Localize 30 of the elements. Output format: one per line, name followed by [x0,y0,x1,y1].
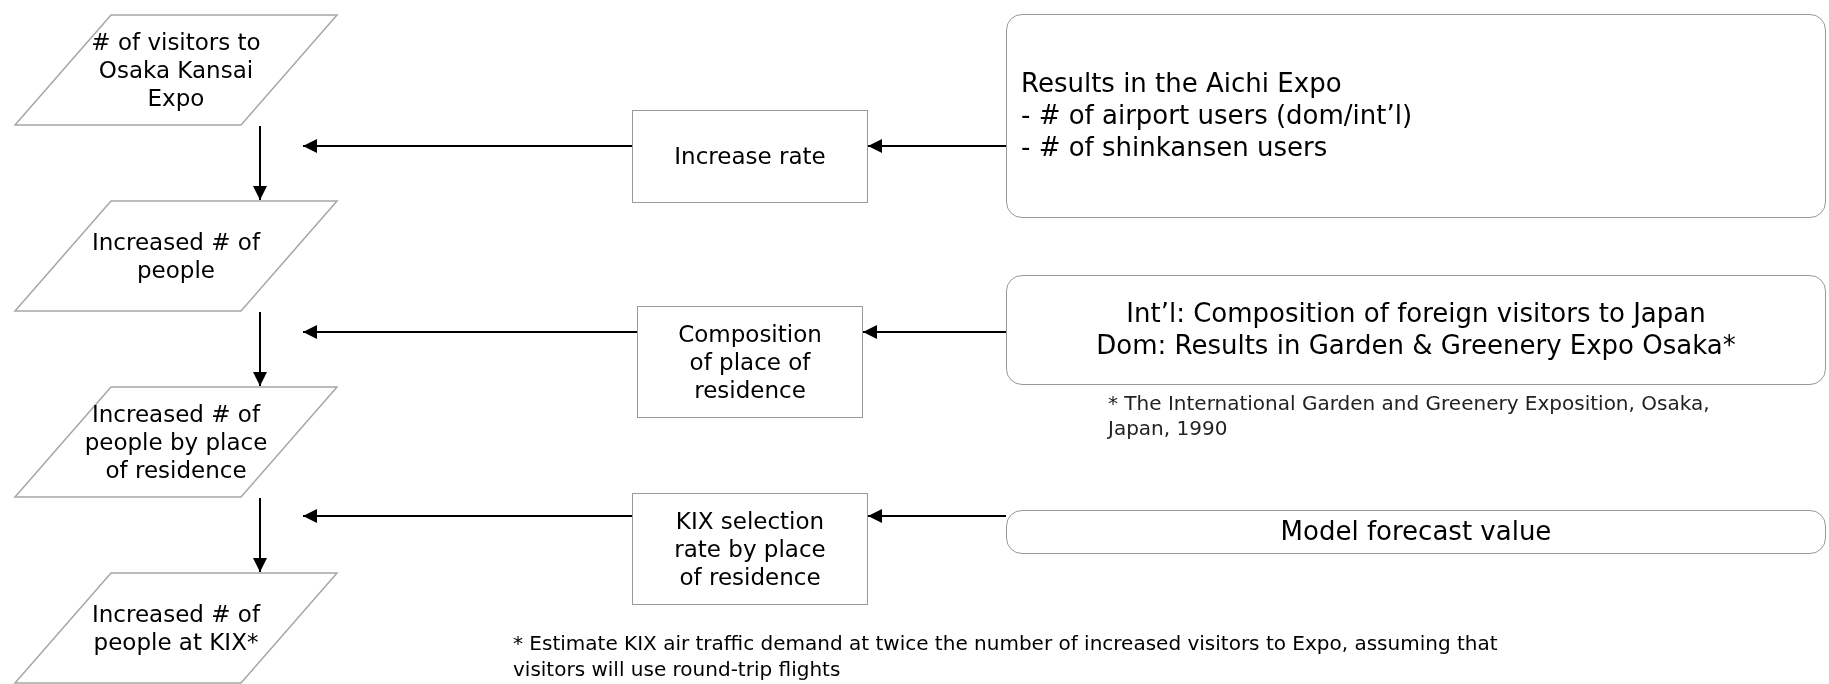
node-text: Dom: Results in Garden & Greenery Expo Osaka* [1096,330,1736,362]
node-text: Model forecast value [1280,516,1552,548]
arrow [302,509,633,523]
list-item: - # of shinkansen users [1021,131,1328,164]
arrow [253,311,267,387]
footnote: * Estimate KIX air traffic demand at twice the number of increased visitors to Expo, assuming that visitors will use round-trip flights [513,630,1499,682]
source-box [1006,510,1826,554]
source-box [1006,14,1826,218]
footnote: * The International Garden and Greenery Exposition, Osaka, Japan, 1990 [1108,391,1711,441]
node-text: # of visitors to Osaka Kansai Expo [90,27,262,113]
arrow [253,497,267,573]
arrow [253,125,267,201]
arrow [867,139,1007,153]
arrow [867,509,1007,523]
node-text: Composition of place of residence [677,319,823,405]
source-box [1006,275,1826,385]
node-text: Results in the Aichi Expo [1021,68,1342,101]
process-box [632,110,868,203]
process-box [632,493,868,605]
list-item: - # of airport users (dom/int’l) [1021,100,1413,132]
node-text: Int’l: Composition of foreign visitors to Japan [1126,298,1706,330]
arrow [862,325,1007,339]
arrow [302,139,633,153]
node-text: Increased # of people by place of residence [83,399,269,485]
node-text: Increased # of people at KIX* [91,599,262,657]
arrow [302,325,638,339]
node-text: Increased # of people [91,227,262,285]
node-text: KIX selection rate by place of residence [673,506,827,592]
node-text: Increase rate [674,142,826,171]
process-box [637,306,863,418]
